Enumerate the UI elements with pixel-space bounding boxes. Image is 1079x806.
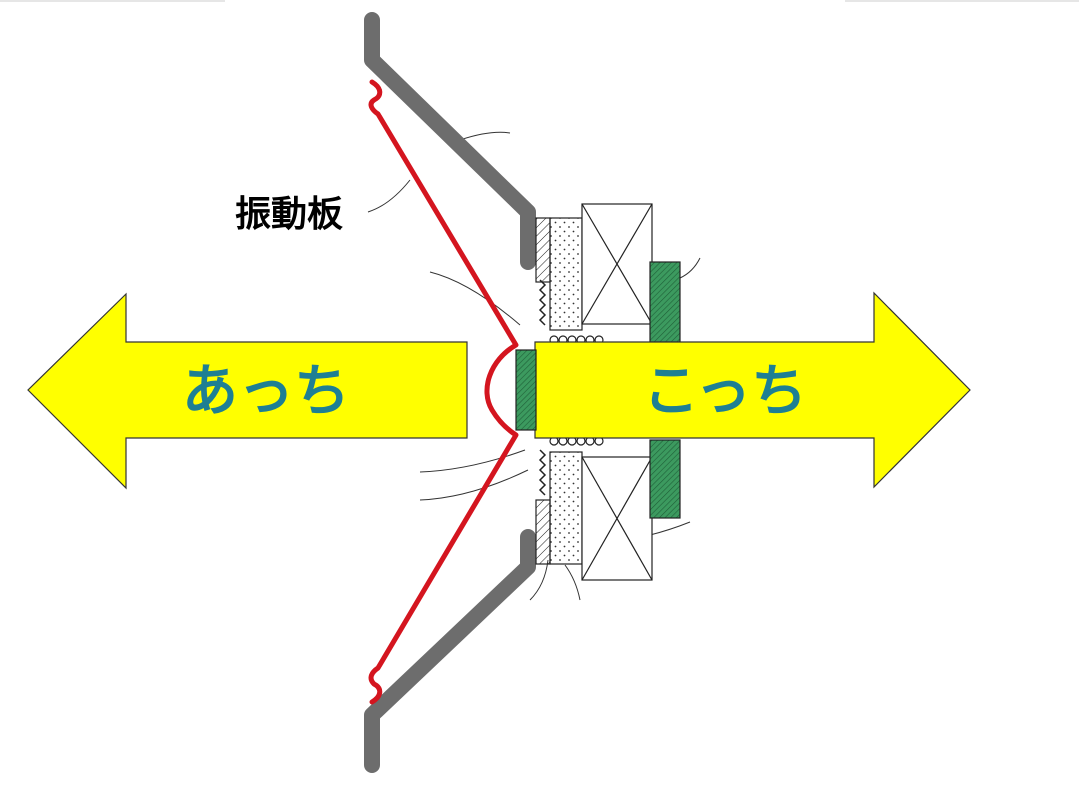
magnet-assembly-lower [535, 439, 681, 581]
spider-zigzag [538, 279, 547, 496]
left-arrow [27, 292, 468, 490]
coil-cross-d [581, 456, 653, 581]
diaphragm [368, 79, 519, 705]
frame-upper [364, 12, 536, 270]
center-pole [515, 349, 537, 431]
diaphragm-label: 振動板 [235, 194, 343, 235]
top-plate-lower [535, 499, 551, 565]
speaker-frame [364, 12, 536, 773]
right-arrow-label: こっち [643, 359, 807, 424]
magnet-upper [549, 217, 583, 331]
right-arrow [534, 291, 971, 489]
coil-cross-b [581, 203, 653, 325]
top-plate-upper [535, 217, 551, 283]
magnet-assembly-upper [535, 203, 681, 343]
pole-green-upper [649, 261, 681, 343]
magnet-lower [549, 451, 583, 565]
left-arrow-label: あっち [182, 359, 350, 424]
leader-lines [367, 131, 701, 601]
pole-green-lower [649, 439, 681, 519]
frame-lower [364, 529, 536, 773]
